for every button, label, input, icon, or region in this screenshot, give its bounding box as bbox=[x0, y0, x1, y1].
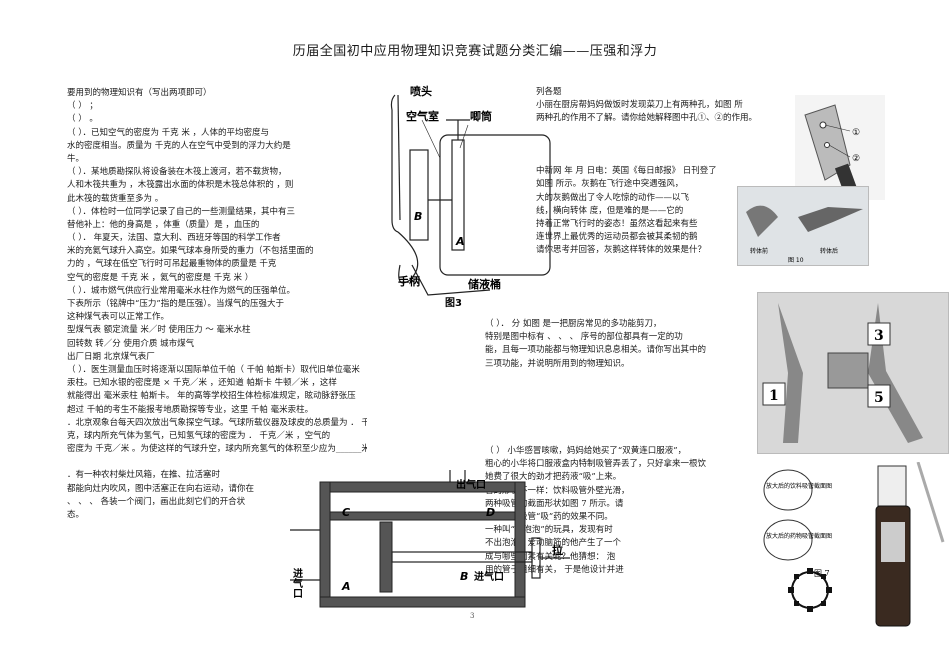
page-title: 历届全国初中应用物理知识竞赛试题分类汇编——压强和浮力 bbox=[292, 44, 658, 59]
text-line: 三项功能，并说明所用到的物理知识。 bbox=[485, 358, 630, 369]
text-line: 请你思考并回答，灰鹅这样转体的效果是什？ bbox=[536, 245, 707, 256]
text-line: （ ）．某地质勘探队将设备装在木筏上渡河，若不载货物， bbox=[67, 167, 287, 178]
text-line: 如图 所示。灰鹅在飞行途中突遇强风， bbox=[536, 179, 684, 190]
text-line: 成与哪些因素有关呢？他猜想： 泡 bbox=[485, 551, 616, 562]
knife-hole-1-label: ① bbox=[852, 128, 860, 138]
text-line bbox=[67, 456, 367, 469]
text-line: 线，横向转体 度，但是难的是——它的 bbox=[536, 205, 684, 216]
text-line: 大的灰鹅做出了令人吃惊的动作——以飞 bbox=[536, 192, 690, 203]
text-line: 这种煤气表可以正常工作。 bbox=[67, 312, 170, 323]
drink-straw-caption: 放大后的饮料吸管截面图 bbox=[766, 482, 832, 490]
nozzle-label: 喷头 bbox=[410, 84, 432, 98]
right-column-text-a: 列各题 小丽在厨房帮妈妈做饭时发现菜刀上有两种孔，如图 所两种孔的作用不了解。请… bbox=[536, 86, 786, 257]
text-line: 米的充氦气球升入高空。如果气球本身所受的重力（不包括里面的 bbox=[67, 246, 314, 257]
text-line: 连世界上最优秀的运动员都会被其柔韧的鹅 bbox=[536, 232, 698, 243]
text-line: 小丽在厨房帮妈妈做饭时发现菜刀上有两种孔，如图 所 bbox=[536, 100, 743, 111]
text-line: 就能得出 毫米汞柱 帕斯卡。 年的高等学校招生体检标准规定，眩动脉舒张压 bbox=[67, 391, 356, 402]
text-line: （ ）． 分 如图 是一把厨房常见的多功能剪刀， bbox=[485, 319, 662, 329]
text-line: 克，球内所充气体为氢气，已知氢气球的密度为 ． 千克／米 ，空气的 bbox=[67, 430, 331, 441]
text-line bbox=[536, 139, 786, 152]
text-line: 不出泡泡。爱动脑筋的他产生了一个 bbox=[485, 538, 622, 549]
page-number: 3 bbox=[470, 612, 475, 620]
text-line: 此木筏的载货重至多为 。 bbox=[67, 193, 164, 204]
text-line: 空气的密度是 千克 米 ，氦气的密度是 千克 米 ） bbox=[67, 272, 254, 283]
text-line: ．北京观象台每天四次放出气象探空气球。气球所载仪器及球皮的总质量为 ． 千 bbox=[67, 417, 367, 428]
text-line: 汞柱。已知水银的密度是 × 千克／米 ，还知道 帕斯卡 牛顿／米 ，这样 bbox=[67, 378, 337, 389]
text-line: （ ） 。 bbox=[67, 114, 98, 125]
text-line: 回转数 转／分 使用介质 城市煤气 bbox=[67, 338, 195, 349]
text-line bbox=[536, 126, 786, 139]
text-line: 牛。 bbox=[67, 153, 85, 164]
knife-photo: ① ② bbox=[795, 95, 885, 200]
valve-a-label: A bbox=[455, 235, 465, 248]
text-line: （ ）．城市燃气供应行业常用毫米水柱作为燃气的压强单位。 bbox=[67, 285, 295, 296]
bellows-figure: 出气口 C D 进气口 A B 进气口 拉 bbox=[290, 470, 570, 608]
text-line: 两种孔的作用不了解。请你给她解释图中孔①、②的作用。 bbox=[536, 113, 758, 124]
text-line: （ ）．已知空气的密度为 千克 米 ，人体的平均密度与 bbox=[67, 127, 270, 138]
text-line: 能，且每一项功能都与物理知识息息相关。请你写出其中的 bbox=[485, 345, 707, 356]
handle-label: 手柄 bbox=[398, 274, 420, 288]
right-column-text-b: （ ）． 分 如图 是一把厨房常见的多功能剪刀， 特别是图中标有 、 、 、 序号… bbox=[485, 318, 757, 371]
medicine-straw-caption: 放大后的药物吸管截面图 bbox=[766, 532, 832, 540]
text-line: 人和木筏共重为 ，木筏露出水面的体积是木筏总体积的 ，则 bbox=[67, 180, 294, 191]
text-line: 持着正常飞行时的姿态！虽然这看起来有些 bbox=[536, 218, 698, 229]
text-line: 管的形状不一样：饮料吸管外壁光滑， bbox=[485, 485, 630, 496]
text-line: 特别是图中标有 、 、 、 序号的部位都具有一定的功 bbox=[485, 332, 683, 343]
text-line: 出厂日期 北京煤气表厂 bbox=[67, 351, 155, 362]
left-column-text: 要用到的物理知识有（写出两项即可） （ ） ； （ ） 。 （ ）．已知空气的密度为 … bbox=[67, 87, 367, 522]
text-line: 什么两种吸管“吸”药的效果不同。 bbox=[485, 511, 613, 522]
scissors-part-5-label: 5 bbox=[874, 390, 884, 406]
text-line: 中新网 年 月 日电：英国《每日邮报》 日刊登了 bbox=[536, 166, 717, 177]
text-line: （ ） ； bbox=[67, 101, 98, 112]
text-line: 下表所示（铭牌中“压力”指的是压强）。当煤气的压强大于 bbox=[67, 299, 284, 309]
text-line: 列各题 bbox=[536, 87, 562, 97]
geese-before-label: 转体前 bbox=[750, 247, 768, 255]
text-line: 一种叫“吹泡泡”的玩具，发现有时 bbox=[485, 525, 613, 536]
geese-caption: 图 10 bbox=[788, 257, 804, 264]
text-line: 水的密度相当。质量为 千克的人在空气中受到的浮力大约是 bbox=[67, 140, 291, 151]
geese-after-label: 转体后 bbox=[820, 247, 838, 255]
outlet-label: 出气口 bbox=[456, 478, 486, 491]
air-chamber-label: 空气室 bbox=[406, 109, 439, 123]
text-line: 超过 千帕的考生不能报考地质勘探等专业，这里 千帕 毫米汞柱。 bbox=[67, 404, 314, 415]
valve-b-label: B bbox=[414, 210, 422, 223]
text-line: 两种吸管的截面形状如图 7 所示。请 bbox=[485, 498, 624, 509]
tank-label: 储液桶 bbox=[468, 277, 501, 291]
figure-7-caption: 图 7 bbox=[814, 569, 830, 578]
text-line: 力的 ，气球在低空飞行时可吊起最重物体的质量是 千克 bbox=[67, 259, 277, 270]
text-line: 用的管子粗细有关， 于是他设计并进 bbox=[485, 564, 624, 575]
text-line: （ ）． 年夏天，法国、意大利、西班牙等国的科学工作者 bbox=[67, 233, 281, 244]
figure-3-caption: 图3 bbox=[445, 297, 462, 309]
scissors-photo: 1 3 5 bbox=[757, 292, 949, 454]
text-line bbox=[536, 152, 786, 165]
valve-a-label-bellows: A bbox=[341, 580, 351, 593]
text-line: （ ）．医生测量血压时将逐渐以国际单位千帕（ 千帕 帕斯卡）取代旧单位毫米 bbox=[67, 364, 360, 375]
scissors-part-3-label: 3 bbox=[874, 328, 884, 344]
valve-c-label: C bbox=[342, 506, 350, 519]
valve-d-label: D bbox=[486, 506, 495, 519]
scissors-part-1-label: 1 bbox=[769, 388, 779, 404]
text-line: 都能向灶内吹风，图中活塞正在向右运动，请你在 bbox=[67, 483, 255, 494]
text-line: 态。 bbox=[67, 510, 85, 520]
right-column-text-c: （ ） 小华感冒咳嗽，妈妈给她买了“双黄连口服液”， 粗心的小华将口服液盒内特制吸… bbox=[485, 445, 760, 577]
text-line: 替他补上：他的身高是 ，体重（质量）是 ，血压的 bbox=[67, 219, 260, 230]
knife-hole-2-label: ② bbox=[852, 154, 860, 164]
text-line: 密度为 千克／米 。为使这样的气球升空，球内所充氢气的体积至少应为______米 bbox=[67, 444, 367, 455]
text-line: 她费了很大的劲才把药液“吸”上来。 bbox=[485, 472, 622, 483]
valve-b-label-bellows: B bbox=[460, 570, 468, 583]
pull-label: 拉 bbox=[552, 543, 563, 557]
text-line: （ ）．体检时一位同学记录了自己的一些测量结果，其中有三 bbox=[67, 206, 295, 217]
text-line: （ ） 小华感冒咳嗽，妈妈给她买了“双黄连口服液”， bbox=[485, 446, 687, 456]
text-line: ．有一种农村柴灶风箱，在推、拉活塞时 bbox=[67, 470, 221, 481]
straw-figure: 放大后的饮料吸管截面图 放大后的药物吸管截面图 图 7 bbox=[758, 461, 948, 632]
pump-tube-label: 唧筒 bbox=[470, 109, 492, 123]
sprayer-figure: 喷头 空气室 唧筒 B A 手柄 储液桶 图3 bbox=[390, 84, 551, 309]
text-line: 型煤气表 额定流量 米／时 使用压力 ～ 毫米水柱 bbox=[67, 325, 251, 336]
inlet-left-label: 进气口 bbox=[291, 567, 304, 598]
text-line: 粗心的小华将口服液盒内特制吸管弄丢了，只好拿来一根饮 bbox=[485, 459, 707, 470]
text-line: 、 、 、 各装一个阀门，画出此刻它们的开合状 bbox=[67, 496, 246, 507]
geese-photo: 转体前 转体后 图 10 bbox=[737, 186, 869, 266]
inlet-right-label: 进气口 bbox=[474, 570, 504, 583]
text-line: 要用到的物理知识有（写出两项即可） bbox=[67, 88, 212, 98]
